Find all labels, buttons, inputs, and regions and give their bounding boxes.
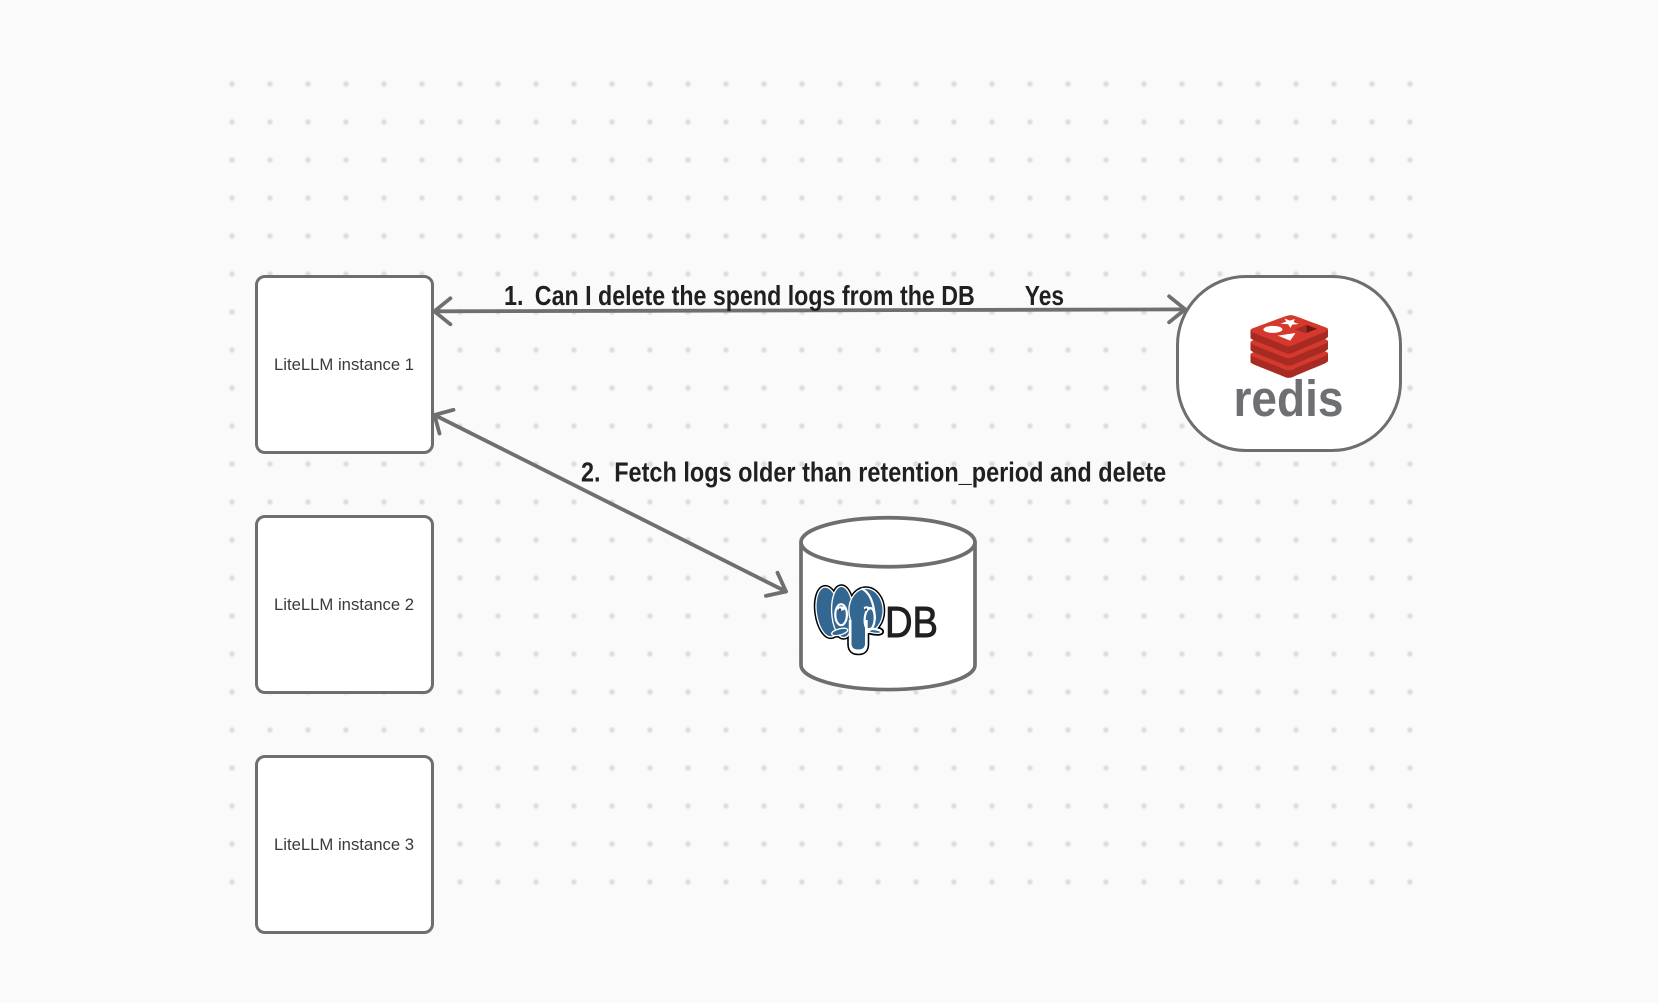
svg-text:1.: 1. — [504, 280, 524, 311]
svg-text:DB: DB — [885, 598, 938, 647]
svg-text:Yes: Yes — [1025, 280, 1064, 311]
svg-text:Fetch logs older than retentio: Fetch logs older than retention_period a… — [614, 456, 1166, 487]
svg-text:Can I delete the spend logs fr: Can I delete the spend logs from the DB — [535, 280, 975, 311]
svg-text:redis: redis — [1234, 370, 1344, 427]
svg-text:2.: 2. — [581, 456, 601, 487]
